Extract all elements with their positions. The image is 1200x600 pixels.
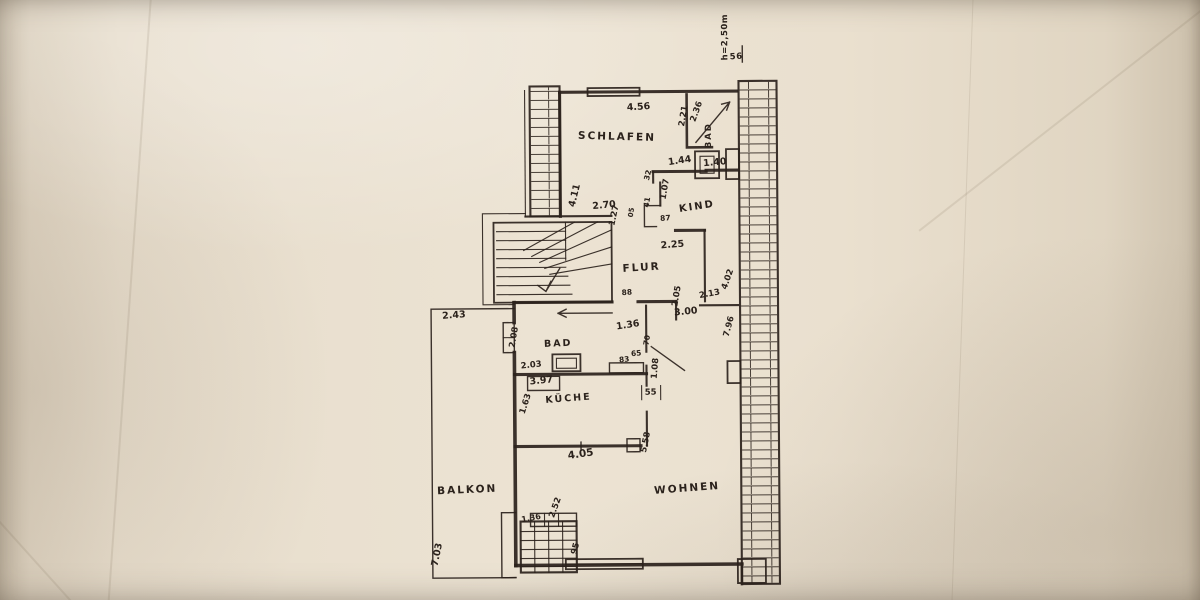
dim-label-5.58: 5.58: [639, 431, 653, 454]
dim-label-2.03: 2.03: [520, 359, 542, 371]
kitchen-counter: [526, 375, 561, 392]
schlafen-window: [586, 86, 641, 97]
note-label-56: 56: [729, 52, 742, 63]
shaft: [694, 150, 721, 180]
kind-walls: [643, 169, 708, 303]
room-label-bad: BAD: [704, 122, 714, 148]
dim-label-2.36: 2.36: [689, 100, 705, 123]
dim-label-3.97: 3.97: [529, 374, 553, 387]
kitchen-door: [626, 438, 641, 453]
chimney-block: [519, 512, 578, 574]
sink: [551, 353, 582, 373]
dim-label-1.27: 1.27: [607, 204, 621, 227]
room-label-flur: FLUR: [622, 261, 661, 275]
dim-label-70: 70: [642, 334, 653, 346]
dim-label-32: 32: [642, 169, 653, 181]
room-label-küche: KÜCHE: [545, 391, 592, 406]
door-swing: [650, 345, 686, 372]
dim-label-2.21: 2.21: [677, 105, 690, 127]
room-label-balkon: BALKON: [437, 483, 498, 498]
flur-walls: [512, 299, 740, 321]
room-label-wohnen: WOHNEN: [654, 480, 721, 497]
dim-label-4.56: 4.56: [626, 101, 650, 113]
room-label-bad: BAD: [544, 338, 573, 350]
dim-label-05: 05: [627, 207, 637, 218]
dim-label-1.36: 1.36: [615, 318, 640, 332]
dim-label-2.08: 2.08: [508, 326, 521, 348]
dim-label-7.96: 7.96: [722, 315, 737, 338]
wohnen-walls: [514, 557, 744, 586]
entrance-arrow: [557, 308, 613, 319]
dim-label-2.70: 2.70: [592, 199, 617, 212]
dim-label-2.13: 2.13: [698, 287, 721, 301]
left-roof-hatch-band: [523, 85, 562, 218]
dim-label-2.05: 2.05: [670, 285, 683, 307]
dim-label-2.52: 2.52: [547, 496, 563, 519]
stair-direction-arrow: [536, 267, 561, 293]
dim-label-1.07: 1.07: [659, 178, 672, 200]
labels-layer: SCHLAFEN BAD KIND FLUR BAD KÜCHE BALKON WOHNEN 4…: [430, 14, 743, 567]
dim-label-83: 83: [619, 354, 630, 364]
dim-label-1.08: 1.08: [650, 358, 662, 380]
note-label-h=2,50m: h=2,50m: [720, 14, 730, 61]
kitchen-walls: [512, 304, 686, 453]
balcony-outline: [430, 307, 517, 579]
dim-label-1.36: 1.36: [521, 512, 542, 524]
dim-label-1.44: 1.44: [667, 154, 692, 168]
dim-label-2.43: 2.43: [442, 309, 466, 322]
dim-label-1.63: 1.63: [518, 392, 534, 415]
dim-label-3.00: 3.00: [674, 305, 699, 318]
bad-fixtures: [551, 308, 613, 373]
kitchen-counter: [608, 361, 645, 374]
dim-label-4.02: 4.02: [720, 268, 736, 291]
dim-label-4.11: 4.11: [567, 183, 583, 208]
dim-label-87: 87: [660, 213, 671, 223]
dim-label-2.25: 2.25: [660, 239, 684, 252]
dim-label-1.40: 1.40: [703, 156, 728, 169]
dim-label-7.03: 7.03: [430, 542, 445, 567]
dim-label-4.05: 4.05: [567, 446, 594, 462]
room-label-schlafen: SCHLAFEN: [578, 130, 656, 144]
staircase: [481, 212, 613, 306]
dim-label-88: 88: [621, 288, 632, 298]
bad-top-walls: [685, 93, 739, 180]
slope-arrow: [694, 101, 731, 144]
dim-label-65: 65: [631, 348, 642, 358]
right-roof-hatch-band: [725, 79, 782, 586]
schlafen-walls: [524, 86, 739, 218]
left-wall: [500, 300, 518, 579]
room-label-kind: KIND: [678, 199, 715, 215]
dim-label-41: 41: [642, 196, 653, 208]
dim-label-95: 95: [569, 542, 582, 556]
dim-label-55: 55: [645, 388, 657, 398]
